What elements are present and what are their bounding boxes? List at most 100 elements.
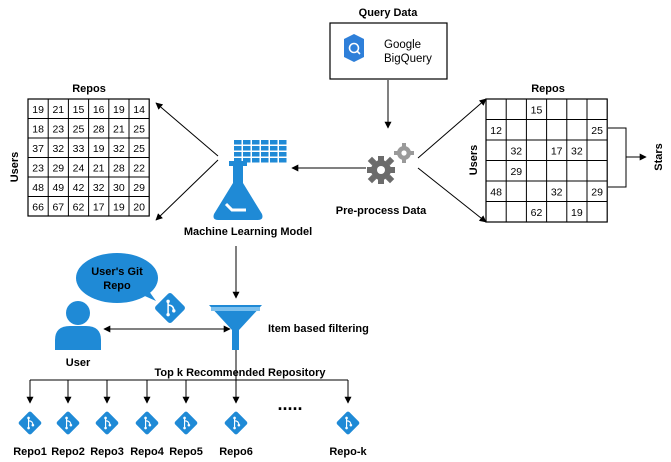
left_matrix-cell: 25	[133, 123, 145, 135]
left_matrix-cell: 29	[133, 182, 145, 194]
left_matrix-cell: 32	[93, 182, 105, 194]
arrow-model-to-left-bottom	[155, 159, 219, 221]
git-branch-glyph	[166, 299, 176, 317]
arrow-preprocess-to-right-bottom	[417, 167, 487, 223]
ml-grid-cell	[243, 146, 251, 151]
left-matrix-title: Repos	[72, 83, 106, 95]
left_matrix-cell: 18	[32, 123, 44, 135]
left_matrix-cell: 32	[113, 143, 125, 155]
gear-icon	[367, 156, 395, 184]
recommend-ellipsis: .....	[277, 394, 302, 414]
left_matrix-cell: 62	[73, 201, 85, 213]
left_matrix-cell: 15	[73, 104, 85, 116]
left_matrix-cell: 33	[73, 143, 85, 155]
right_matrix-cell: 62	[531, 207, 543, 219]
ml-grid-cell	[270, 152, 278, 157]
ml-grid-cell	[270, 146, 278, 151]
git-diamond	[155, 293, 185, 323]
left_matrix-cell: 21	[113, 123, 125, 135]
left_matrix-cell: 28	[113, 162, 125, 174]
ml-grid-cell	[279, 158, 287, 163]
right_matrix-cell: 32	[510, 145, 522, 157]
query-title: Query Data	[359, 7, 419, 19]
left_matrix-cell: 37	[32, 143, 44, 155]
bigquery-bigquery-label: BigQuery	[384, 53, 432, 65]
right_matrix-cell: 29	[510, 166, 522, 178]
git-diamond	[174, 411, 198, 435]
left_matrix-cell: 20	[133, 201, 145, 213]
ml-grid-cell	[261, 140, 269, 145]
right_matrix-cell: 32	[551, 186, 563, 198]
ml-grid-cell	[279, 146, 287, 151]
left_matrix-cell: 17	[93, 201, 105, 213]
ml-grid-cell	[261, 146, 269, 151]
repo-label: Repo-k	[329, 446, 367, 458]
git-diamond	[135, 411, 159, 435]
git-diamond	[336, 411, 360, 435]
repo-label: Repo3	[90, 446, 124, 458]
bigquery-box: Google BigQuery	[329, 22, 448, 80]
ml-grid-cell	[234, 158, 242, 163]
git-diamond	[95, 411, 119, 435]
left_matrix-cell: 22	[133, 162, 145, 174]
stars-bracket	[608, 127, 647, 188]
left-matrix-users-label: Users	[9, 152, 21, 183]
ml-grid-cell	[243, 140, 251, 145]
git-repo-bubble	[76, 253, 158, 303]
left_matrix-cell: 21	[52, 104, 64, 116]
left_matrix-cell: 48	[32, 182, 44, 194]
bigquery-icon	[344, 34, 364, 62]
left_matrix-cell: 14	[133, 104, 145, 116]
git-diamond	[56, 411, 80, 435]
repo-label: Repo6	[219, 446, 253, 458]
right_matrix-cell: 25	[591, 125, 603, 137]
left_matrix-cell: 32	[52, 143, 64, 155]
ml-model-label: Machine Learning Model	[184, 226, 312, 238]
preprocess-label: Pre-process Data	[336, 205, 427, 217]
repo-git-icon	[135, 411, 159, 435]
left_matrix-cell: 67	[52, 201, 64, 213]
bigquery-google-label: Google	[384, 39, 421, 51]
repo-git-icon	[18, 411, 42, 435]
git-bubble-line1: User's Git	[91, 266, 143, 278]
left_matrix-cell: 29	[52, 162, 64, 174]
repo-label: Repo4	[130, 446, 165, 458]
user-label: User	[66, 357, 91, 369]
repo-git-icon	[224, 411, 248, 435]
small-gear-icon	[394, 143, 414, 163]
ml-grid-cell	[252, 158, 260, 163]
right_matrix-cell: 19	[571, 207, 583, 219]
user-icon	[55, 301, 101, 350]
right_matrix-cell: 32	[571, 145, 583, 157]
git-branch-glyph	[65, 416, 73, 430]
ml-grid-cell	[279, 152, 287, 157]
left_matrix-cell: 19	[113, 201, 125, 213]
ml-grid-cell	[252, 146, 260, 151]
right_matrix-cell: 17	[551, 145, 563, 157]
git-branch-glyph	[144, 416, 152, 430]
git-branch-glyph	[233, 416, 241, 430]
ml-grid-cell	[243, 158, 251, 163]
right_matrix-cell: 48	[490, 186, 502, 198]
left_matrix-cell: 16	[93, 104, 105, 116]
left_matrix-cell: 49	[52, 182, 64, 194]
recommend-title: Top k Recommended Repository	[155, 367, 327, 379]
repo-label: Repo2	[51, 446, 85, 458]
ml-grid-cell	[270, 158, 278, 163]
left_matrix-cell: 19	[32, 104, 44, 116]
repo-label: Repo1	[13, 446, 47, 458]
filter-label: Item based filtering	[268, 323, 369, 335]
right_matrix-cell: 12	[490, 125, 502, 137]
ml-grid-cell	[234, 140, 242, 145]
left_matrix-cell: 42	[73, 182, 85, 194]
ml-grid-cell	[252, 152, 260, 157]
ml-model-icon	[213, 140, 287, 220]
left_matrix-cell: 25	[133, 143, 145, 155]
arrow-preprocess-to-right-top	[417, 98, 487, 159]
stars-label: Stars	[653, 143, 665, 171]
repo-git-icon	[95, 411, 119, 435]
